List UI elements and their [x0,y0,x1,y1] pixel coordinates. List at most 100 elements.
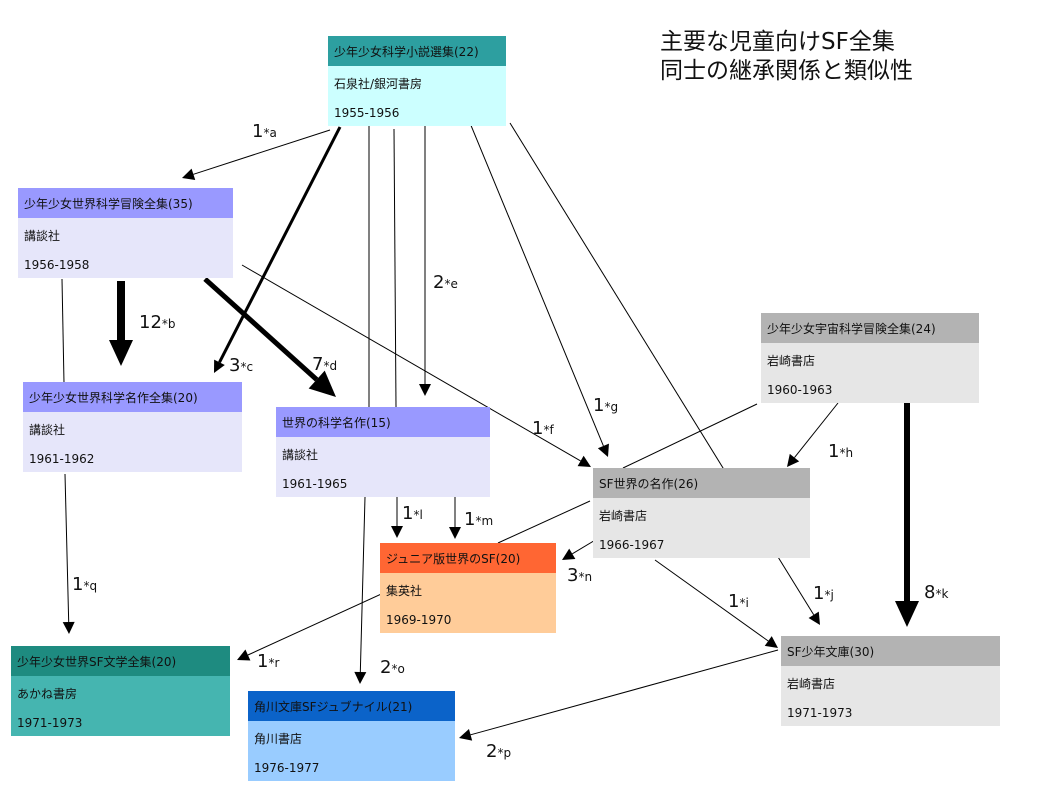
node-sekai-kagaku-meisaku-zenshu[interactable]: 少年少女世界科学名作全集(20) 講談社 1961-1962 [23,382,242,472]
edge-label-a: 1*a [252,121,277,142]
edge-g-line [469,122,604,447]
node-publisher: 講談社 [23,412,242,446]
node-years: 1956-1958 [18,252,233,278]
node-publisher: 講談社 [276,437,490,471]
node-title: 少年少女世界科学冒険全集(35) [18,188,233,218]
edge-i-arrowhead [764,636,778,648]
edge-d-line [203,277,319,382]
edge-suffix: *q [83,579,98,593]
edge-label-h: 1*h [828,441,853,462]
node-publisher: 講談社 [18,218,233,252]
node-sekai-kagaku-boken-zenshu[interactable]: 少年少女世界科学冒険全集(35) 講談社 1956-1958 [18,188,233,278]
node-years: 1971-1973 [11,710,230,736]
node-kadokawa-bunko-sf-juvenile[interactable]: 角川文庫SFジュブナイル(21) 角川書店 1976-1977 [248,691,455,781]
connector-n6-n7 [497,500,591,544]
edge-label-q: 1*q [72,574,97,595]
edge-label-b: 12*b [139,312,176,333]
node-junior-ban-sekai-no-sf[interactable]: ジュニア版世界のSF(20) 集英社 1969-1970 [380,543,556,633]
edge-j-arrowhead [808,611,820,625]
edge-suffix: *g [604,400,619,414]
node-shonen-shojo-kagaku-shosetsu-senshu[interactable]: 少年少女科学小説選集(22) 石泉社/銀河書房 1955-1956 [328,36,506,126]
edge-suffix: *n [578,570,593,584]
edge-label-o: 2*o [380,657,405,678]
node-years: 1966-1967 [593,532,810,558]
node-years: 1969-1970 [380,607,556,633]
node-sf-sekai-no-meisaku[interactable]: SF世界の名作(26) 岩崎書店 1966-1967 [593,468,810,558]
edge-suffix: *k [935,587,949,601]
edge-h-line [794,402,839,458]
connector-n2-n3 [61,278,65,384]
node-sekai-sf-bungaku-zenshu[interactable]: 少年少女世界SF文学全集(20) あかね書房 1971-1973 [11,646,230,736]
node-publisher: 岩崎書店 [781,666,1000,700]
node-publisher: 集英社 [380,573,556,607]
node-years: 1960-1963 [761,377,979,403]
edge-c-line [218,126,342,364]
edge-count: 1 [593,395,605,416]
edge-count: 1 [72,574,84,595]
edge-suffix: *r [268,656,280,670]
edge-label-i: 1*i [728,591,749,612]
edge-p-line [470,649,779,736]
edge-count: 1 [532,418,544,439]
edge-suffix: *a [263,126,277,140]
diagram-title-line-1: 主要な児童向けSF全集 [660,29,895,55]
edge-label-k: 8*k [924,582,948,603]
edge-count: 1 [464,509,476,530]
node-publisher: 角川書店 [248,721,455,755]
edge-label-f: 1*f [532,418,554,439]
node-publisher: あかね書房 [11,676,230,710]
node-years: 1961-1962 [23,446,242,472]
edge-suffix: *b [161,317,176,331]
edge-label-d: 7*d [312,354,337,375]
edge-count: 3 [229,355,241,376]
edge-count: 1 [813,583,825,604]
node-years: 1961-1965 [276,471,490,497]
edge-count: 7 [312,354,324,375]
node-title: 少年少女宇宙科学冒険全集(24) [761,313,979,343]
edge-label-j: 1*j [813,583,834,604]
edge-q-line [64,473,70,623]
edge-label-g: 1*g [593,395,618,416]
diagram-title-line-2: 同士の継承関係と類似性 [660,58,913,84]
edge-count: 3 [567,565,579,586]
node-sf-shonen-bunko[interactable]: SF少年文庫(30) 岩崎書店 1971-1973 [781,636,1000,726]
node-years: 1955-1956 [328,100,506,126]
edge-count: 12 [139,312,162,333]
edge-r-arrowhead [237,649,251,661]
edge-label-n: 3*n [567,565,592,586]
edge-r-line [247,589,391,656]
edge-q-arrowhead [62,621,75,634]
connector-n5-n6 [622,403,758,469]
edge-label-c: 3*c [229,355,253,376]
edge-b-arrowhead [109,340,133,366]
edge-a-line [193,129,331,175]
edge-h-arrowhead [787,453,800,467]
edge-count: 2 [433,272,445,293]
node-title: 少年少女世界SF文学全集(20) [11,646,230,676]
edge-suffix: *h [839,446,854,460]
edge-count: 1 [257,651,269,672]
edge-f-arrowhead [577,455,591,467]
edge-suffix: *j [824,588,834,602]
edge-label-e: 2*e [433,272,458,293]
edge-count: 8 [924,582,936,603]
node-sekai-no-kagaku-meisaku[interactable]: 世界の科学名作(15) 講談社 1961-1965 [276,407,490,497]
node-years: 1976-1977 [248,755,455,781]
edge-label-l: 1*l [402,503,423,524]
connector-n1-n4-b [393,128,397,408]
node-uchu-kagaku-boken-zenshu[interactable]: 少年少女宇宙科学冒険全集(24) 岩崎書店 1960-1963 [761,313,979,403]
edge-label-r: 1*r [257,651,279,672]
node-title: 角川文庫SFジュブナイル(21) [248,691,455,721]
edge-suffix: *l [413,508,423,522]
node-title: 少年少女世界科学名作全集(20) [23,382,242,412]
node-publisher: 岩崎書店 [761,343,979,377]
edge-count: 2 [486,741,498,762]
edge-i-line [654,559,769,642]
edge-count: 1 [828,441,840,462]
edge-f-line [241,264,581,462]
edge-a-arrowhead [182,168,196,181]
edge-d-arrowhead [308,370,336,397]
edge-k-arrowhead [895,601,919,627]
node-title: 少年少女科学小説選集(22) [328,36,506,66]
edge-label-m: 1*m [464,509,493,530]
